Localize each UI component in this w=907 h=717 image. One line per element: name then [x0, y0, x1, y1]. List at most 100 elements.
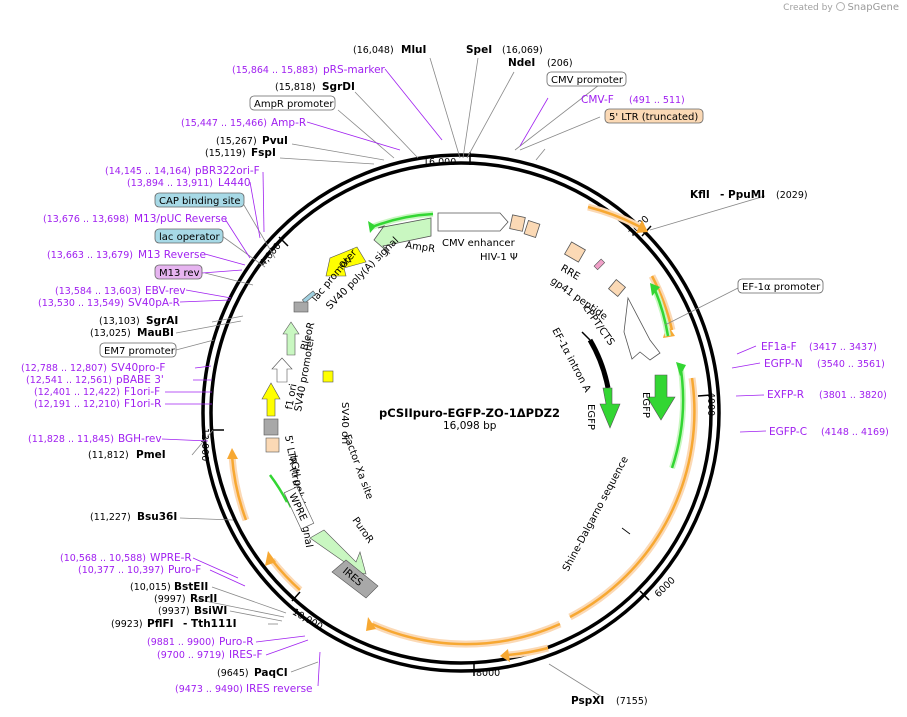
primer-prs: pRS-marker: [323, 64, 386, 76]
site-rsrii-pos: (9997): [154, 594, 186, 605]
sv40-promoter-label: SV40 promoter: [293, 335, 317, 412]
primer-sv40pro-pos: (12,788 .. 12,807): [21, 363, 107, 374]
ltr-truncated-label: 5' LTR (truncated): [609, 112, 698, 123]
primer-ebv: EBV-rev: [145, 285, 186, 297]
f1-ori-label: f1 ori: [284, 383, 299, 411]
site-maubi: MauBI: [137, 327, 174, 339]
feature-gp41[interactable]: gp41 peptide: [548, 258, 609, 323]
primer-ef1af: EF1a-F: [761, 341, 797, 353]
created-by-badge: Created by SnapGene: [783, 2, 899, 13]
primer-prs-pos: (15,864 .. 15,883): [232, 65, 318, 76]
gp41-label: gp41 peptide: [548, 275, 609, 322]
tick-16000: 16,000: [423, 157, 456, 168]
feature-egfp-inner[interactable]: EGFP: [585, 387, 621, 430]
primer-m13puc-pos: (13,676 .. 13,698): [43, 214, 129, 225]
primer-pbabe-pos: (12,541 .. 12,561): [26, 375, 112, 386]
tick-12000: 12,000: [199, 428, 210, 461]
feature-sv40-ori[interactable]: SV40 ori: [322, 370, 350, 444]
site-bsu36i: Bsu36I: [137, 511, 177, 523]
primer-m13puc: M13/pUC Reverse: [134, 213, 227, 225]
primer-bgh: BGH-rev: [118, 433, 162, 445]
primer-egfpc: EGFP-C: [769, 426, 807, 438]
site-pmei: PmeI: [136, 449, 166, 461]
primer-labels: (15,864 .. 15,883) pRS-marker (15,447 ..…: [21, 64, 889, 695]
feature-small-blocks: [293, 290, 317, 313]
primer-f1orir: F1ori-R: [124, 398, 161, 410]
lac-operator-label: lac operator: [159, 232, 220, 243]
primer-exfpr: EXFP-R: [767, 389, 804, 401]
site-pspxi: PspXI: [571, 695, 604, 707]
shine-label: Shine-Dalgarno sequence: [561, 455, 631, 574]
primer-purof: Puro-F: [168, 564, 201, 576]
site-mlui-pos: (16,048): [353, 45, 394, 56]
site-pflfi-pos: (9923): [111, 619, 143, 630]
primer-iresf-pos: (9700 .. 9719): [157, 650, 225, 661]
site-pspxi-pos: (7155): [616, 696, 648, 707]
site-bsiwi-pos: (9937): [158, 606, 190, 617]
site-mlui: MluI: [401, 44, 426, 56]
primer-ampr-pos: (15,447 .. 15,466): [181, 118, 267, 129]
feature-rre[interactable]: RRE: [559, 241, 586, 283]
primer-purof-pos: (10,377 .. 10,397): [78, 565, 164, 576]
feature-egfp-outer[interactable]: EGFP: [640, 374, 676, 421]
primer-bgh-pos: (11,828 .. 11,845): [28, 434, 114, 445]
egfp-outer-label: EGFP: [640, 392, 651, 418]
primer-sv40pa: SV40pA-R: [128, 297, 180, 309]
feature-hiv1-psi[interactable]: HIV-1 Ψ: [480, 214, 541, 263]
leader-lines-black: [175, 57, 766, 698]
primer-l4440: L4440: [218, 177, 251, 189]
primer-iresrev: IRES reverse: [246, 683, 313, 695]
primer-ef1af-pos: (3417 .. 3437): [809, 342, 877, 353]
feature-ef1a-intron[interactable]: EF-1α intron A: [549, 326, 611, 394]
site-spei-pos: (16,069): [502, 45, 543, 56]
feature-cmv-enhancer[interactable]: CMV enhancer: [437, 212, 516, 249]
primer-l4440-pos: (13,894 .. 13,911): [127, 178, 213, 189]
sv40-ori-label: SV40 ori: [339, 402, 350, 444]
site-pvui: PvuI: [262, 135, 288, 147]
feature-ires[interactable]: IRES: [331, 559, 379, 599]
site-fspi-pos: (15,119): [205, 148, 246, 159]
primer-egfpc-pos: (4148 .. 4169): [821, 427, 889, 438]
boxed-labels: CMV promoter AmpR promoter 5' LTR (trunc…: [99, 71, 824, 358]
site-paqci: PaqCI: [254, 667, 288, 679]
primer-m13rev: M13 Reverse: [138, 249, 206, 261]
site-sgrai-pos: (13,103): [99, 316, 140, 327]
site-paqci-pos: (9645): [217, 668, 249, 679]
site-rsrii: RsrII: [190, 593, 217, 605]
primer-pbabe: pBABE 3': [116, 374, 164, 386]
primer-ebv-pos: (13,584 .. 13,603): [55, 286, 141, 297]
site-ppumi-pos: (2029): [776, 190, 808, 201]
primer-m13rev-pos: (13,663 .. 13,679): [47, 250, 133, 261]
site-bsteii: BstEII: [174, 581, 208, 593]
feature-ampr[interactable]: AmpR: [373, 217, 436, 255]
feature-wpre[interactable]: WPRE: [283, 486, 315, 530]
plasmid-name: pCSIIpuro-EGFP-ZO-1ΔPDZ2: [379, 406, 560, 420]
primer-sv40pro: SV40pro-F: [111, 362, 165, 374]
site-bsu36i-pos: (11,227): [90, 512, 131, 523]
primer-egfpn-pos: (3540 .. 3561): [817, 359, 885, 370]
site-sgrai: SgrAI: [146, 315, 178, 327]
cap-site-label: CAP binding site: [159, 196, 241, 207]
primer-f1orif: F1ori-F: [124, 386, 160, 398]
egfp-inner-label: EGFP: [585, 404, 596, 430]
site-ppumi: - PpuMI: [720, 189, 765, 201]
site-fspi: FspI: [251, 147, 276, 159]
cmv-promoter-label: CMV promoter: [551, 75, 624, 86]
restriction-sites: (16,048) MluI SpeI (16,069) NdeI (206) (…: [88, 44, 808, 707]
feature-ori[interactable]: ori: [325, 246, 367, 277]
primer-pbr-pos: (14,145 .. 14,164): [105, 166, 191, 177]
site-pflfi: PflFI: [147, 618, 174, 630]
feature-factor-xa[interactable]: Factor Xa site: [341, 433, 375, 501]
primer-wpre-pos: (10,568 .. 10,588): [60, 553, 146, 564]
primer-iresrev-pos: (9473 .. 9490): [175, 684, 243, 695]
feature-f1-ori[interactable]: f1 ori: [261, 382, 299, 417]
site-bsteii-pos: (10,015): [130, 582, 171, 593]
feature-shine-dalgarno[interactable]: Shine-Dalgarno sequence: [561, 455, 631, 574]
primer-ampr: Amp-R: [271, 117, 306, 129]
brand-name: SnapGene: [847, 2, 899, 13]
site-spei: SpeI: [466, 44, 492, 56]
primer-wpre: WPRE-R: [150, 552, 192, 564]
site-pvui-pos: (15,267): [216, 136, 257, 147]
site-pmei-pos: (11,812): [88, 450, 129, 461]
